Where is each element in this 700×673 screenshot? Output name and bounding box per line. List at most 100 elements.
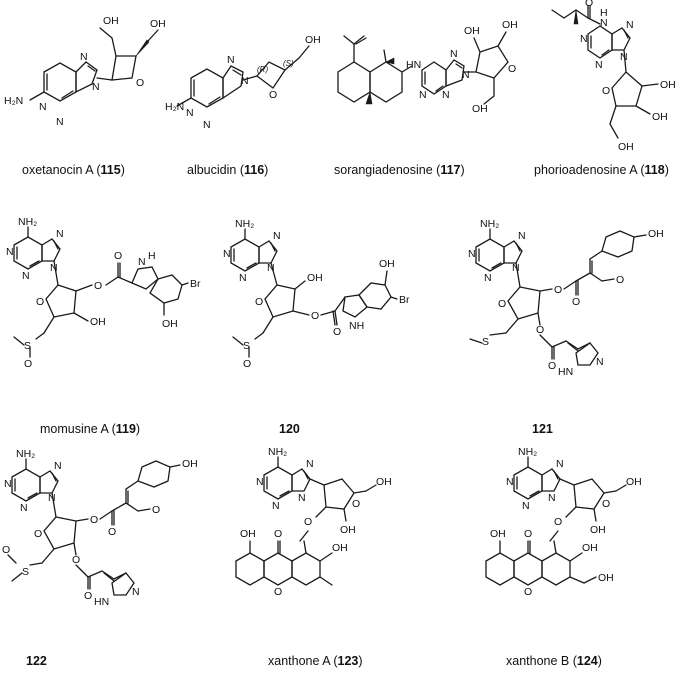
atom-label: OH: [618, 141, 634, 153]
atom-label: N: [54, 460, 62, 472]
compound-121: NH₂ N N N N O O O O O OH S HN N O 121: [440, 218, 700, 445]
caption-116: albucidin (116): [187, 163, 269, 177]
atom-label: N: [484, 272, 492, 284]
atom-label: N: [468, 248, 476, 260]
atom-label: O: [152, 504, 160, 516]
structure-116: OH H₂N N N N N O (R) (S): [165, 34, 321, 131]
atom-label: O: [274, 586, 282, 598]
atom-label: N: [223, 248, 231, 260]
atom-label: O: [90, 514, 98, 526]
caption-119: momusine A (119): [40, 422, 141, 436]
caption-name: xanthone B (: [506, 654, 577, 668]
atom-label: O: [602, 85, 610, 97]
atom-label: OH: [464, 25, 480, 37]
caption-120: 120: [279, 422, 300, 436]
atom-label: O: [548, 360, 556, 372]
atom-label: N: [272, 500, 280, 512]
atom-label: O: [304, 516, 312, 528]
atom-label: N: [203, 119, 211, 131]
atom-label: N: [512, 262, 520, 274]
atom-label: S: [22, 566, 29, 578]
caption-name: xanthone A (: [268, 654, 338, 668]
caption-117: sorangiadenosine (117): [334, 163, 465, 177]
atom-label: OH: [660, 79, 676, 91]
compound-number: 123: [337, 654, 359, 668]
atom-label: O: [269, 89, 277, 101]
atom-label: N: [239, 272, 247, 284]
atom-label: OH: [162, 318, 178, 330]
atom-label: OH: [626, 476, 642, 488]
atom-label: OH: [490, 528, 506, 540]
atom-label: O: [554, 284, 562, 296]
atom-label: N: [186, 107, 194, 119]
caption-115: oxetanocin A (115): [22, 163, 125, 177]
atom-label: N: [256, 476, 264, 488]
atom-label: O: [333, 326, 341, 338]
structure-121: NH₂ N N N N O O O O O OH S HN N O: [468, 218, 664, 378]
atom-label: NH₂: [16, 448, 35, 460]
atom-label: OH: [472, 103, 488, 115]
atom-label: O: [602, 498, 610, 510]
atom-label: N: [580, 33, 588, 45]
compound-115: OH OH H₂N N N N N O oxetanocin A (115): [0, 0, 170, 185]
structure-115: OH OH H₂N N N N N O: [4, 15, 166, 128]
atom-label: N: [92, 81, 100, 93]
caption-name: oxetanocin A (: [22, 163, 101, 177]
atom-label: N: [50, 262, 58, 274]
atom-label: OH: [502, 19, 518, 31]
atom-label: OH: [590, 524, 606, 536]
atom-label: Br: [190, 278, 201, 290]
caption-124: xanthone B (124): [506, 654, 602, 668]
atom-label: O: [554, 516, 562, 528]
atom-label: NH₂: [268, 446, 287, 458]
atom-label: O: [536, 324, 544, 336]
stereo-label: (R): [257, 65, 268, 74]
atom-label: N: [80, 51, 88, 63]
atom-label: OH: [90, 316, 106, 328]
atom-label: OH: [652, 111, 668, 123]
atom-label: OH: [379, 258, 395, 270]
atom-label: O: [585, 0, 593, 9]
atom-label: N: [450, 48, 458, 60]
atom-label: OH: [648, 228, 664, 240]
atom-label: N: [306, 458, 314, 470]
atom-label: N: [227, 54, 235, 66]
atom-label: N: [4, 478, 12, 490]
atom-label: O: [24, 358, 32, 370]
caption-121: 121: [532, 422, 553, 436]
atom-label: S: [243, 340, 250, 352]
atom-label: HN: [406, 59, 421, 71]
atom-label: O: [524, 528, 532, 540]
atom-label: HN: [558, 366, 573, 378]
caption-name: albucidin (: [187, 163, 244, 177]
compound-117: HN N N N N O OH OH OH sorangiadenosine (…: [322, 0, 522, 185]
atom-label: O: [616, 274, 624, 286]
atom-label: N: [600, 17, 608, 29]
atom-label: O: [508, 63, 516, 75]
compound-number: 118: [644, 163, 665, 177]
atom-label: O: [36, 296, 44, 308]
compound-119: NH₂ N N N N O O O OH OH H N Br S O momus…: [0, 216, 205, 445]
atom-label: NH₂: [480, 218, 499, 230]
atom-label: O: [352, 498, 360, 510]
compound-122: NH₂ N N N N O O O O O OH O S HN N O 122: [0, 448, 205, 673]
compound-124: NH₂ N N N N O OH OH O OH O OH O OH xanth…: [460, 446, 700, 673]
structure-120: NH₂ N N N N O OH O O OH Br NH S O: [223, 218, 410, 370]
atom-label: N: [22, 270, 30, 282]
structure-118: O H N N N N N O OH OH OH: [551, 0, 676, 153]
structure-124: NH₂ N N N N O OH OH O OH O OH O OH: [485, 446, 642, 598]
atom-label: O: [34, 528, 42, 540]
atom-label: N: [138, 256, 146, 268]
atom-label: S: [482, 336, 489, 348]
atom-label: O: [84, 590, 92, 602]
atom-label: H₂N: [165, 101, 184, 113]
atom-label: O: [524, 586, 532, 598]
atom-label: NH₂: [18, 216, 37, 228]
atom-label: OH: [582, 542, 598, 554]
caption-name: momusine A (: [40, 422, 116, 436]
stereo-label: (S): [283, 59, 294, 68]
atom-label: O: [94, 280, 102, 292]
caption-122: 122: [26, 654, 47, 668]
compound-123: NH₂ N N N N O OH OH O OH O OH O xanthone…: [220, 446, 450, 673]
atom-label: N: [56, 228, 64, 240]
